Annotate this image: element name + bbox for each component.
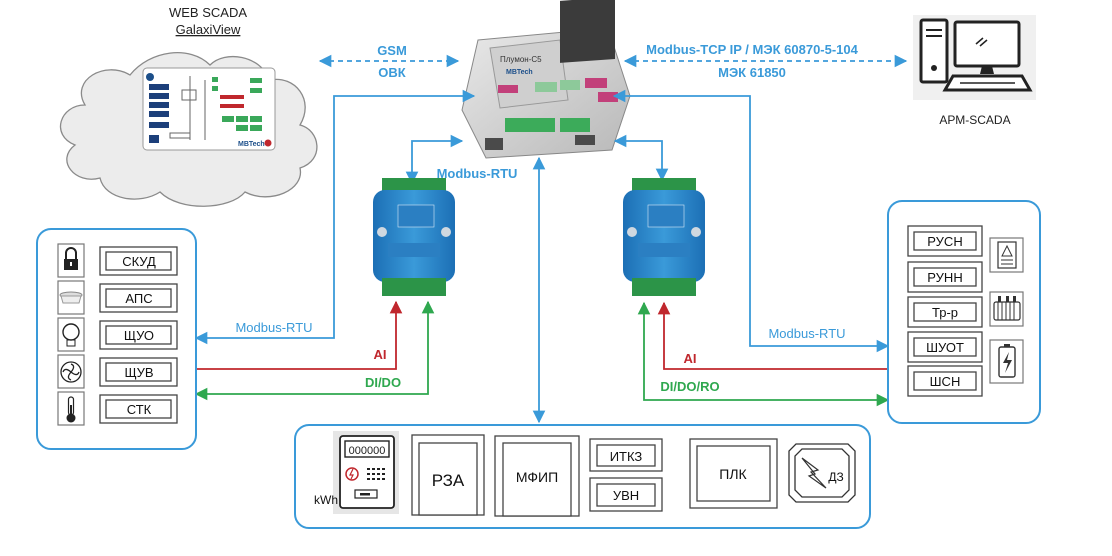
left-item-label: СКУД xyxy=(122,254,156,269)
uvn-inner xyxy=(596,483,656,507)
mfip-label: МФИП xyxy=(516,469,558,485)
ai-left-label: AI xyxy=(374,347,387,362)
gateway-device: Плумон-С5 MBTech xyxy=(461,0,631,159)
left-item-inner xyxy=(105,399,172,419)
arm-scada-label: АРМ-SCADA xyxy=(939,113,1010,127)
right-item-label: РУСН xyxy=(927,234,962,249)
meter-display: 000000 xyxy=(349,445,386,457)
modbus-rtu-left-label: Modbus-RTU xyxy=(235,320,312,335)
screen-logo: MBTech xyxy=(238,141,265,148)
obk-label: ОВК xyxy=(378,65,406,80)
mfip-inner xyxy=(502,442,572,517)
left-item-inner xyxy=(105,362,172,382)
plk-label: ПЛК xyxy=(719,466,747,482)
gateway-logo: MBTech xyxy=(506,69,533,76)
battery-icon xyxy=(989,339,1024,384)
rza-label: РЗА xyxy=(432,471,465,490)
right-item-label: Тр-р xyxy=(932,305,958,320)
right-item-label: РУНН xyxy=(927,270,962,285)
left-item-label: ЩУВ xyxy=(124,365,153,380)
io-module-right xyxy=(623,178,705,296)
gsm-label: GSM xyxy=(377,43,407,58)
meter-unit: kWh xyxy=(314,493,338,507)
arm-scada-computer xyxy=(913,15,1036,100)
right-item-label: ШСН xyxy=(930,374,961,389)
modbus-rtu-right-label: Modbus-RTU xyxy=(768,326,845,341)
rza-inner xyxy=(418,442,478,516)
switchgear-icon xyxy=(989,237,1024,273)
thermometer-icon xyxy=(57,391,85,426)
right-item-inner xyxy=(913,267,977,287)
web-scada-subtitle: GalaxiView xyxy=(176,22,241,37)
protocols-line2: МЭК 61850 xyxy=(718,65,786,80)
gateway-name: Плумон-С5 xyxy=(500,55,542,64)
padlock-icon xyxy=(57,243,85,278)
dz-label: ДЗ xyxy=(828,470,843,484)
transformer-icon xyxy=(989,291,1024,327)
scada-screen: MBTech xyxy=(142,67,276,151)
protocols-line1: Modbus-TCP IP / МЭК 60870-5-104 xyxy=(646,42,859,57)
dz-block xyxy=(788,443,856,503)
ai-left-line xyxy=(196,300,403,370)
itkz-inner xyxy=(596,444,656,467)
uvn-label: УВН xyxy=(613,488,639,503)
right-item-inner xyxy=(913,231,977,251)
web-scada-title: WEB SCADA xyxy=(169,5,247,20)
left-item-label: АПС xyxy=(125,291,152,306)
right-item-label: ШУОТ xyxy=(926,340,964,355)
ai-right-label: AI xyxy=(684,351,697,366)
right-item-inner xyxy=(913,337,977,357)
dido-left-line xyxy=(194,300,435,401)
right-item-inner xyxy=(913,371,977,391)
didoro-right-label: DI/DO/RO xyxy=(660,379,719,394)
link-gateway-right-module xyxy=(613,134,669,182)
light-bulb-icon xyxy=(57,317,85,352)
left-item-label: СТК xyxy=(127,402,152,417)
io-module-left xyxy=(373,178,455,296)
energy-meter: 000000 xyxy=(333,431,399,514)
dido-left-label: DI/DO xyxy=(365,375,401,390)
left-item-inner xyxy=(105,251,172,271)
fan-icon xyxy=(57,354,85,389)
modbus-rtu-top-label: Modbus-RTU xyxy=(437,166,518,181)
itkz-label: ИТКЗ xyxy=(610,449,643,464)
plk-inner xyxy=(696,445,771,502)
left-item-inner xyxy=(105,288,172,308)
right-item-inner xyxy=(913,302,977,322)
didoro-right-line xyxy=(637,301,890,407)
smoke-detector-icon xyxy=(57,280,85,315)
left-item-label: ЩУО xyxy=(124,328,154,343)
left-item-inner xyxy=(105,325,172,345)
